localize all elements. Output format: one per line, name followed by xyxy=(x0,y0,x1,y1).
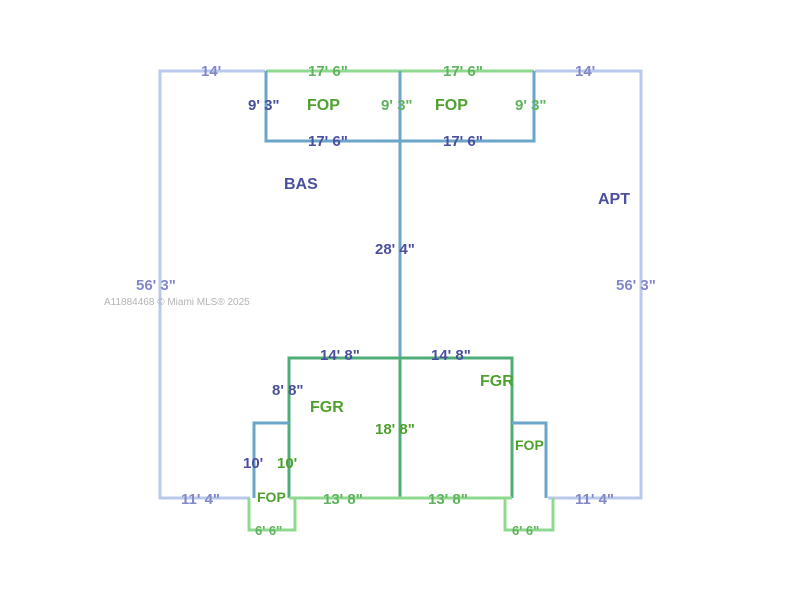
outer-outline xyxy=(158,69,643,500)
room-label-fgr-left: FGR xyxy=(310,399,344,416)
outer-right-wall xyxy=(535,69,643,500)
dim-outer-top-left: 14' xyxy=(201,63,221,80)
dim-porch-bottom-right: 17' 6" xyxy=(443,133,483,150)
dim-porch-top-left: 17' 6" xyxy=(308,63,348,80)
dim-stoop-left: 6' 6" xyxy=(255,523,282,538)
dim-garage-left-height: 8' 8" xyxy=(272,382,304,399)
dim-center-wall: 28' 4" xyxy=(375,241,415,258)
garage-outline xyxy=(287,356,514,498)
room-label-fop-bottom-left: FOP xyxy=(257,489,286,505)
room-label-fop-bottom-right: FOP xyxy=(515,437,544,453)
dim-porch-right-height: 9' 3" xyxy=(515,97,547,114)
room-label-bas: BAS xyxy=(284,176,318,193)
dim-notch-left-inner: 10' xyxy=(277,455,297,472)
dim-garage-center-height: 18' 8" xyxy=(375,421,415,438)
right-stoop xyxy=(503,498,555,532)
dim-porch-top-right: 17' 6" xyxy=(443,63,483,80)
dim-porch-mid-height: 9' 3" xyxy=(381,97,413,114)
room-label-fop-top-left: FOP xyxy=(307,97,340,114)
left-notch-porch xyxy=(252,421,289,498)
dim-outer-left-height: 56' 3" xyxy=(136,277,176,294)
dim-garage-bottom-right: 13' 8" xyxy=(428,491,468,508)
outer-left-wall xyxy=(158,69,265,500)
garage-side-porches xyxy=(252,421,548,498)
dim-garage-bottom-left: 13' 8" xyxy=(323,491,363,508)
dim-garage-top-right: 14' 8" xyxy=(431,347,471,364)
room-label-fgr-right: FGR xyxy=(480,373,514,390)
dim-outer-bottom-right: 11' 4" xyxy=(575,491,614,508)
top-porch-inner xyxy=(264,71,536,358)
dim-porch-left-height: 9' 3" xyxy=(248,97,280,114)
right-notch-porch xyxy=(512,421,548,498)
dim-porch-bottom-left: 17' 6" xyxy=(308,133,348,150)
room-label-fop-top-right: FOP xyxy=(435,97,468,114)
garage-bottom-line xyxy=(247,496,555,532)
watermark-text: A11884468 © Miami MLS® 2025 xyxy=(104,297,250,308)
dim-outer-right-height: 56' 3" xyxy=(616,277,656,294)
dim-garage-top-left: 14' 8" xyxy=(320,347,360,364)
dim-notch-left-outer: 10' xyxy=(243,455,263,472)
dim-outer-bottom-left: 11' 4" xyxy=(181,491,220,508)
room-label-apt: APT xyxy=(598,191,630,208)
left-stoop xyxy=(247,498,297,532)
dim-stoop-right: 6' 6" xyxy=(512,523,539,538)
dim-outer-top-right: 14' xyxy=(575,63,595,80)
